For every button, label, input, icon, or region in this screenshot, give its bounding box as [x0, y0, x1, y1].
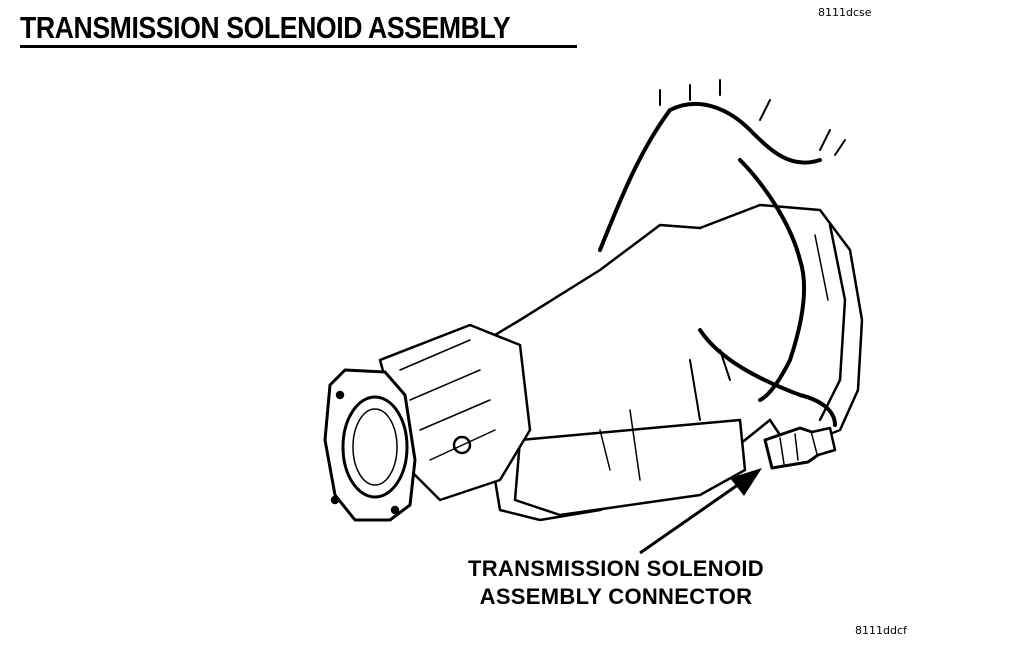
- figure-reference-bottom: 8111ddcf: [855, 624, 907, 637]
- connector-callout: TRANSMISSION SOLENOID ASSEMBLY CONNECTOR: [436, 555, 796, 611]
- oil-pan: [513, 418, 747, 517]
- callout-line-2: ASSEMBLY CONNECTOR: [479, 584, 753, 609]
- callout-arrowhead: [730, 468, 762, 496]
- callout-leader-line: [639, 480, 743, 555]
- diagram-title: TRANSMISSION SOLENOID ASSEMBLY: [20, 10, 511, 45]
- solenoid-connector: [763, 426, 820, 470]
- wiring-harness: [598, 101, 822, 252]
- extension-housing: [378, 323, 532, 502]
- title-underline: [20, 45, 577, 48]
- callout-line-1: TRANSMISSION SOLENOID: [468, 556, 764, 581]
- figure-reference-top: 8111dcse: [818, 6, 872, 19]
